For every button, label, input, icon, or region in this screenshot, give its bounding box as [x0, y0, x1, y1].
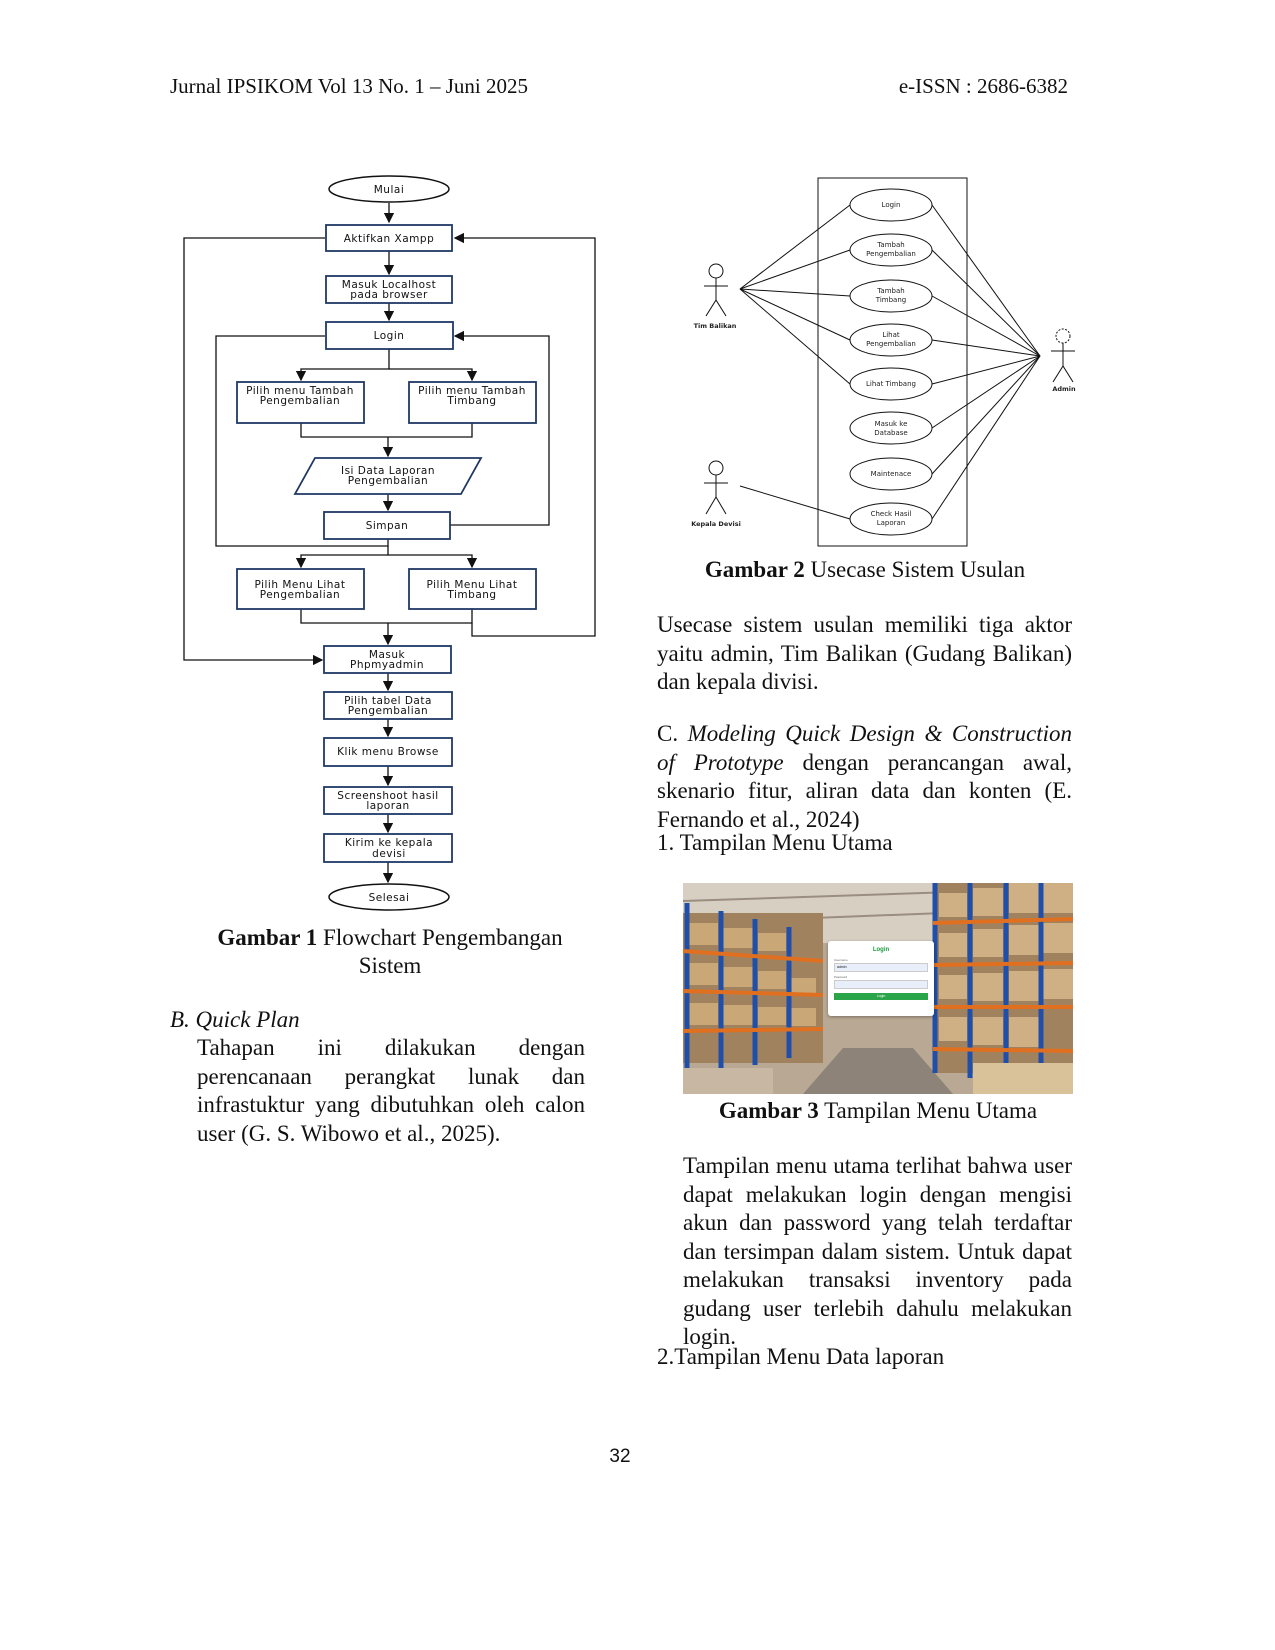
flow-label: Timbang — [446, 589, 496, 601]
flow-label: Pilih menu Tambah — [246, 385, 354, 397]
flow-step-tabel — [323, 691, 453, 720]
flow-step-login — [325, 321, 454, 350]
section-c-paragraph: C. Modeling Quick Design & Construction … — [657, 721, 1073, 832]
usecase-label: Masuk ke — [875, 420, 908, 428]
flow-step-localhost — [325, 275, 453, 304]
flow-label: Pengembalian — [260, 395, 340, 407]
password-field[interactable] — [834, 980, 928, 989]
flow-label: Phpmyadmin — [350, 659, 424, 671]
flow-label: Pilih tabel Data — [344, 695, 432, 707]
flow-label: Pilih Menu Lihat — [427, 579, 518, 591]
login-title: Login — [872, 947, 890, 953]
flowchart-diagram: Mulai Aktifkan Xampp Masuk Localhost pad… — [183, 175, 596, 911]
flow-step-menu-pengembalian — [236, 381, 365, 424]
login-button[interactable]: Login — [834, 993, 928, 1000]
flow-label: Simpan — [366, 520, 409, 532]
flow-label: laporan — [366, 800, 409, 812]
item-2-heading: 2.Tampilan Menu Data laporan — [657, 1344, 945, 1369]
flow-step-lihat-pengembalian — [236, 568, 365, 610]
flow-step-phpmyadmin — [323, 645, 452, 674]
usecase-label: Tambah — [876, 287, 904, 295]
flow-label: Login — [374, 330, 405, 342]
flow-label: Mulai — [374, 184, 404, 196]
actor-kepala-devisi — [704, 460, 728, 515]
usecase-login — [849, 188, 933, 222]
flow-label: Kirim ke kepala — [345, 837, 433, 849]
usecase-masuk-database — [849, 411, 933, 445]
flow-start-terminal — [328, 175, 450, 203]
flow-label: Selesai — [369, 892, 410, 904]
usecase-label: Timbang — [875, 296, 906, 304]
flow-step-menu-timbang — [408, 381, 537, 424]
flow-step-lihat-timbang — [408, 568, 537, 610]
flow-step-kirim — [323, 833, 453, 863]
flow-label: Pengembalian — [348, 475, 428, 487]
password-label: Password — [834, 975, 848, 979]
flow-step-isi-data — [293, 457, 483, 495]
journal-title: Jurnal IPSIKOM Vol 13 No. 1 – Juni 2025 — [170, 74, 529, 98]
usecase-tambah-timbang — [849, 279, 933, 313]
flow-label: Pilih Menu Lihat — [255, 579, 346, 591]
warehouse-background — [683, 883, 1073, 1094]
usecase-label: Laporan — [877, 519, 906, 527]
flow-label: Pengembalian — [348, 705, 428, 717]
issn: e-ISSN : 2686-6382 — [898, 74, 1068, 98]
usecase-paragraph: Usecase sistem usulan memiliki tiga akto… — [657, 612, 1072, 694]
usecase-label: Lihat — [882, 331, 900, 339]
username-label: Username — [834, 958, 848, 962]
actor-label: Kepala Devisi — [691, 520, 741, 528]
usecase-lihat-pengembalian — [849, 323, 933, 357]
usecase-label: Database — [874, 429, 907, 437]
flow-label: Pengembalian — [260, 589, 340, 601]
usecase-diagram: Login Tambah Pengembalian Tambah Timbang… — [691, 177, 1076, 547]
flow-label: devisi — [372, 848, 406, 860]
figure-3-caption: Gambar 3 Tampilan Menu Utama — [718, 1098, 1038, 1123]
flow-step-browse — [323, 737, 453, 767]
flow-step-screenshot — [323, 786, 453, 815]
flow-step-simpan — [323, 511, 451, 540]
system-boundary — [817, 177, 968, 547]
usecase-tambah-pengembalian — [849, 233, 933, 267]
flow-label: Masuk — [369, 649, 406, 661]
warehouse-login-screenshot: Login Username admin Password Login — [683, 883, 1073, 1094]
usecase-lihat-timbang — [849, 367, 933, 401]
usecase-label: Check Hasil — [871, 510, 912, 518]
usecase-check-laporan — [849, 502, 933, 536]
flow-label: Klik menu Browse — [337, 746, 439, 758]
actor-label: Admin — [1052, 385, 1076, 393]
usecase-label: Login — [882, 201, 901, 209]
login-card: Login Username admin Password Login — [828, 941, 934, 1016]
username-field[interactable]: admin — [834, 963, 928, 972]
flow-label: Timbang — [446, 395, 496, 407]
usecase-label: Tambah — [876, 241, 904, 249]
item-1-heading: 1. Tampilan Menu Utama — [657, 830, 893, 855]
flow-end-terminal — [328, 883, 450, 911]
usecase-label: Lihat Timbang — [866, 380, 916, 388]
flow-label: Screenshoot hasil — [337, 790, 438, 802]
usecase-label: Pengembalian — [866, 340, 916, 348]
usecase-label: Pengembalian — [866, 250, 916, 258]
flow-label: Masuk Localhost — [342, 279, 436, 291]
flow-step-xampp — [325, 224, 453, 252]
page-number: 32 — [609, 1446, 631, 1467]
menu-utama-paragraph: Tampilan menu utama terlihat bahwa user … — [683, 1153, 1072, 1349]
actor-tim-balikan — [704, 263, 728, 317]
section-b-body: Tahapan ini dilakukan dengan perencanaan… — [197, 1035, 585, 1146]
figure-1-caption: Gambar 1 Flowchart Pengembangan Sistem — [217, 925, 563, 978]
flow-label: Aktifkan Xampp — [344, 233, 435, 245]
flow-label: Pilih menu Tambah — [418, 385, 526, 397]
figure-2-caption: Gambar 2 Usecase Sistem Usulan — [704, 557, 1026, 582]
usecase-label: Maintenace — [871, 470, 912, 478]
flow-label: Isi Data Laporan — [341, 465, 435, 477]
flow-label: pada browser — [350, 289, 428, 301]
usecase-maintenace — [849, 457, 933, 491]
section-b-heading: B. Quick Plan — [170, 1007, 300, 1032]
actor-admin — [1051, 328, 1075, 383]
actor-label: Tim Balikan — [694, 322, 737, 330]
